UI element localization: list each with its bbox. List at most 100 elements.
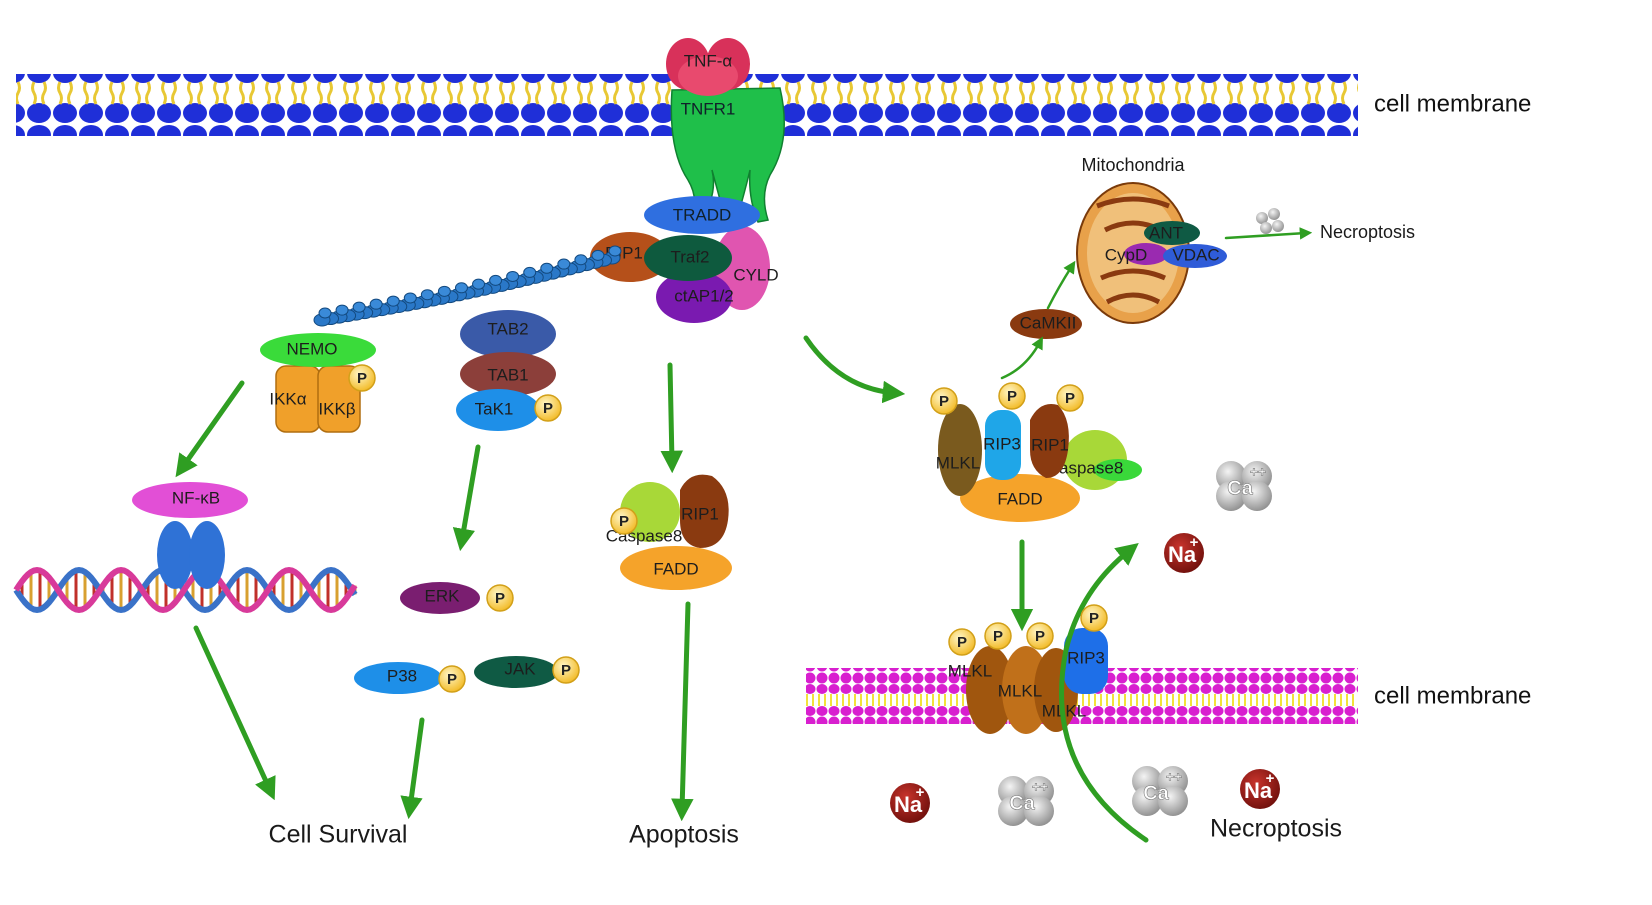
phosphate-label: P <box>561 662 571 679</box>
ubiquitin-bead <box>472 278 486 290</box>
mlkl-1-label: MLKL <box>948 661 992 680</box>
calcium-ion: Ca++ <box>1132 766 1188 816</box>
phosphate-label: P <box>993 628 1003 645</box>
ubiquitin-bead <box>335 304 349 316</box>
phosphate-label: P <box>619 513 629 530</box>
phosphate-badge: P <box>998 382 1026 410</box>
tnfr1-label: TNFR1 <box>681 99 736 118</box>
traf2-label: Traf2 <box>670 247 709 266</box>
arrow-complex1-to-apoptosis-complex <box>660 362 684 474</box>
mitochondria-label: Mitochondria <box>1081 155 1185 175</box>
arrow-camkii-to-mito <box>1046 260 1076 310</box>
calcium-ion: Ca++ <box>998 776 1054 826</box>
ubiquitin-bead <box>437 285 451 297</box>
arrow-ion-influx <box>1059 542 1149 843</box>
sodium-ion: Na+ <box>1164 533 1204 573</box>
complex-one: CYLD ctAP1/2 RIP1 Traf2 TRADD <box>590 196 779 323</box>
dna-strand <box>13 566 358 614</box>
sodium-charge: + <box>1190 534 1199 551</box>
calcium-charge: ++ <box>1166 769 1182 785</box>
cell-survival-label: Cell Survival <box>269 821 408 849</box>
sodium-ion: Na+ <box>890 783 930 823</box>
mito-release-ions <box>1256 208 1284 234</box>
ant-label: ANT <box>1149 223 1183 242</box>
phosphate-label: P <box>1065 390 1075 407</box>
crista <box>1096 196 1170 209</box>
p38-label: P38 <box>387 666 417 685</box>
mlkl-2-label: MLKL <box>998 681 1042 700</box>
erk-kinase: ERK <box>400 582 480 614</box>
phosphate-label: P <box>1007 388 1017 405</box>
nemo-label: NEMO <box>287 339 338 358</box>
phosphate-badge: P <box>610 507 638 535</box>
ubiquitin-bead <box>403 292 417 304</box>
phosphate-badge: P <box>984 622 1012 650</box>
ikk-beta-label: IKKβ <box>318 399 355 418</box>
necrosome-caspase8-label: Caspase8 <box>1047 458 1124 477</box>
tab2-label: TAB2 <box>487 319 528 338</box>
necrosome-rip3-label: RIP3 <box>983 434 1021 453</box>
sodium-ion-label: Na <box>1244 778 1273 803</box>
phosphate-badge: P <box>534 394 562 422</box>
ubiquitin-bead <box>318 307 332 319</box>
phosphate-badge: P <box>930 387 958 415</box>
necrosome-rip1-label: RIP1 <box>1031 435 1069 454</box>
phosphate-badge: P <box>438 665 466 693</box>
tradd-label: TRADD <box>673 205 732 224</box>
calcium-ion: Ca++ <box>1216 461 1272 511</box>
apop-rip1-label: RIP1 <box>681 504 719 523</box>
tab-tak1-complex: TAB2 TAB1 TaK1 <box>456 310 556 431</box>
ubiquitin-bead <box>352 301 366 313</box>
tnfr1-receptor: TNFR1 <box>670 87 785 223</box>
phosphate-label: P <box>543 400 553 417</box>
sodium-charge: + <box>1266 770 1275 787</box>
pathway-arrows <box>175 335 1149 843</box>
phosphate-label: P <box>1089 610 1099 627</box>
membrane-pore-complex: MLKL MLKL MLKL RIP3 <box>948 628 1108 734</box>
phosphate-badge: P <box>552 656 580 684</box>
tab1-label: TAB1 <box>487 365 528 384</box>
apoptosis-label: Apoptosis <box>629 821 739 849</box>
phosphate-badge: P <box>348 364 376 392</box>
tak1-label: TaK1 <box>475 399 514 418</box>
bottom-membrane-label: cell membrane <box>1374 682 1531 709</box>
nfkb-label: NF-κB <box>172 488 220 507</box>
vdac-label: VDAC <box>1172 245 1219 264</box>
sodium-charge: + <box>916 784 925 801</box>
camkii-label: CaMKII <box>1020 313 1077 332</box>
phosphate-label: P <box>357 370 367 387</box>
calcium-charge: ++ <box>1032 779 1048 795</box>
arrow-nfkb-to-survival <box>193 625 276 801</box>
cyld-label: CYLD <box>733 265 778 284</box>
phosphate-label: P <box>939 393 949 410</box>
phosphate-badge: P <box>948 628 976 656</box>
cypd-label: CypD <box>1105 245 1148 264</box>
arrow-mapk-to-survival <box>400 717 425 820</box>
necrosome-complex: FADD Caspase8 MLKL RIP3 RIP1 <box>936 404 1142 522</box>
calcium-ion-label: Ca <box>1227 477 1253 499</box>
ubiquitin-bead <box>557 258 571 270</box>
p38-kinase: P38 <box>354 662 442 694</box>
calcium-ion-label: Ca <box>1143 782 1169 804</box>
membrane-rip3-label: RIP3 <box>1067 648 1105 667</box>
phosphate-label: P <box>957 634 967 651</box>
arrow-complex1-to-necrosome <box>803 335 906 404</box>
arrow-ikk-to-nfkb <box>175 380 245 478</box>
phosphate-label: P <box>447 671 457 688</box>
crista <box>1105 292 1161 305</box>
top-membrane-label: cell membrane <box>1374 90 1531 117</box>
ubiquitin-bead <box>591 249 605 261</box>
necrosome-fadd-label: FADD <box>997 489 1042 508</box>
ubiquitin-bead <box>523 266 537 278</box>
crista <box>1099 268 1167 281</box>
necrosome-mlkl-label: MLKL <box>936 453 980 472</box>
apop-fadd-label: FADD <box>653 559 698 578</box>
tnf-alpha-label: TNF-α <box>684 51 733 70</box>
mito-arrows <box>1000 227 1313 380</box>
calcium-charge: ++ <box>1250 464 1266 480</box>
ubiquitin-bead <box>574 254 588 266</box>
ubiquitin-bead <box>506 270 520 282</box>
ions: Na+Na+Na+Ca++Ca++Ca++ <box>890 461 1280 826</box>
necroptosis-label: Necroptosis <box>1210 815 1342 843</box>
